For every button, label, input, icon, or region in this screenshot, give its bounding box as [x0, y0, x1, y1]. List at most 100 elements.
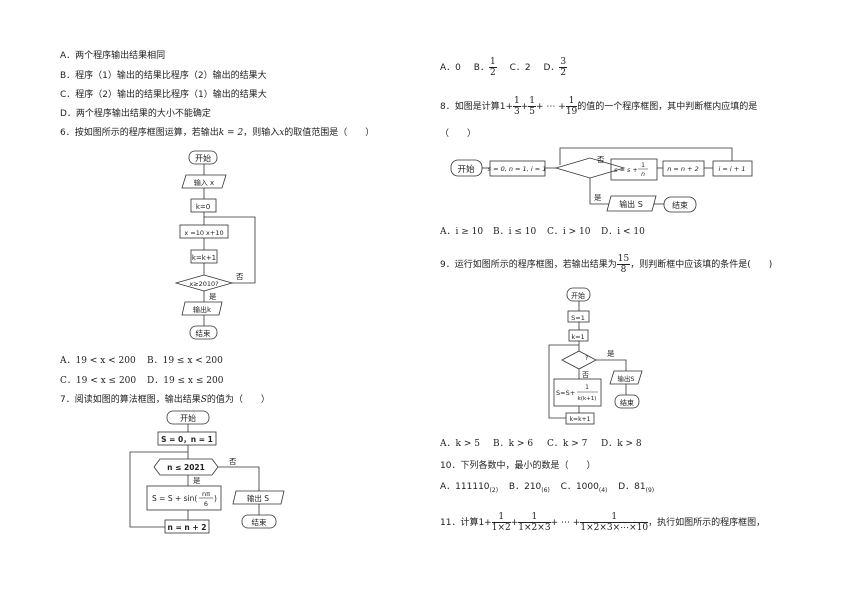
q6-option-d: D．19 ≤ x ≤ 200: [147, 376, 224, 386]
q8-output-label: 输出 S: [619, 199, 643, 209]
q7-no-label: 否: [229, 457, 237, 466]
q8-i-box: [712, 160, 753, 177]
q9-cond-diamond: [561, 350, 597, 370]
q8-assign-label: s = s +: [614, 166, 638, 174]
q8-no-label: 否: [597, 155, 605, 164]
q8-option-a: A．i ≥ 10: [440, 227, 484, 237]
q8-option-b: B．i ≤ 10: [493, 227, 537, 237]
q9-k-init-box: [568, 329, 589, 342]
q8-paren: （ ）: [440, 129, 477, 139]
q6-input-label: 输入 x: [194, 178, 214, 187]
q6-init-box: [190, 198, 217, 213]
q10-options: A．111110(2) B．210(6) C．1000(4) D．81(9): [440, 481, 654, 497]
q8-option-c: C．i > 10: [547, 227, 591, 237]
q7-end-label: 结束: [252, 517, 267, 527]
q6-end-box: [189, 325, 218, 340]
q6-start-box: [188, 150, 218, 165]
q7-body-num: nπ: [202, 490, 210, 498]
q9-assign-num: 1: [585, 384, 589, 391]
q9-output-label: 输出S: [617, 374, 634, 383]
q8-output-box: [606, 195, 657, 212]
q10-option-a: A．111110(2): [440, 482, 499, 494]
q7-body-den: 6: [204, 500, 208, 508]
q6-cond-label: x≥2010?: [189, 280, 218, 288]
q9-assign-label: S=S+: [556, 389, 575, 397]
q9-output-box: [609, 370, 643, 385]
q8-init-label: s = 0, n = 1, i = 1: [488, 165, 547, 173]
q7-body-box: [146, 485, 222, 511]
q5-option-a: A．两个程序输出结果相同: [60, 51, 166, 61]
q7-inc-label: n = n + 2: [168, 523, 207, 532]
q9-inc-label: k=k+1: [570, 416, 591, 423]
q8-n-label: n = n + 2: [667, 165, 699, 173]
q9-assign-den: k(k+1): [578, 396, 597, 402]
q9-end-box: [614, 394, 640, 409]
q6-end-label: 结束: [196, 328, 211, 338]
q7-init-box: [157, 431, 217, 446]
q9-option-c: C．k > 7: [547, 439, 588, 449]
q8-option-d: D．i < 10: [601, 227, 645, 237]
q8-assign-num: 1: [641, 162, 645, 169]
q9-inc-box: [565, 412, 595, 425]
q7-body-close: ): [214, 494, 217, 503]
q8-start-label: 开始: [457, 164, 475, 175]
q8-end-label: 结束: [672, 200, 688, 210]
q9-yes-label: 是: [607, 349, 615, 358]
q7-inc-box: [164, 519, 210, 534]
q7-yes-label: 是: [193, 476, 201, 485]
q8-i-label: i = i + 1: [719, 165, 746, 173]
q8-assign-den: n: [641, 171, 645, 178]
q9-no-label: 否: [582, 371, 589, 379]
q7-body-label: S = S + sin(: [152, 494, 197, 503]
q5-option-c: C．程序（2）输出的结果比程序（1）输出的结果大: [60, 90, 267, 100]
q7-output-box: [232, 490, 285, 505]
q9-start-label: 开始: [571, 291, 585, 300]
q6-yes-label: 是: [209, 292, 217, 301]
q9-s-init-label: S=1: [571, 314, 585, 322]
q9-option-b: B．k > 6: [493, 439, 534, 449]
q9-option-d: D．k > 8: [601, 439, 642, 449]
q9-cond-label: ?: [585, 355, 588, 362]
q10-stem: 10．下列各数中，最小的数是（ ）: [440, 461, 596, 471]
q8-cond-diamond: [554, 157, 626, 179]
q6-assign-label: x =10 x+10: [184, 229, 223, 237]
q8-yes-label: 是: [594, 193, 602, 202]
q7-cond-label: n ≤ 2021: [167, 463, 205, 472]
q10-option-b: B．210(6): [508, 482, 550, 494]
q6-output-box: [181, 301, 223, 316]
q9-s-init-box: [567, 310, 590, 323]
q5-option-b: B．程序（1）输出的结果比程序（2）输出的结果大: [60, 71, 267, 81]
q6-start-label: 开始: [195, 153, 211, 163]
q7-start-label: 开始: [180, 413, 196, 423]
q7-init-label: S = 0，n = 1: [161, 435, 213, 444]
q6-option-a: A．19 < x < 200: [60, 356, 136, 366]
q6-input-box: [181, 174, 227, 189]
q6-option-b: B．19 ≤ x < 200: [147, 356, 223, 366]
q9-start-box: [566, 287, 591, 302]
q7-stem: 7．阅读如图的算法框图，输出结果S的值为（ ）: [60, 395, 270, 405]
q8-assign-box: [610, 158, 658, 181]
q6-output-label: 输出k: [193, 305, 212, 314]
q9-k-init-label: k=1: [571, 333, 584, 341]
q6-no-label: 否: [236, 272, 244, 281]
q10-option-c: C．1000(4): [560, 482, 608, 494]
q6-init-label: k=0: [196, 203, 210, 211]
q8-init-box: [489, 160, 546, 177]
q6-inc-label: k=k+1: [192, 254, 216, 262]
q10-option-d: D．81(9): [618, 482, 655, 494]
q9-end-label: 结束: [620, 398, 634, 407]
q9-assign-box: [553, 378, 602, 407]
q7-output-label: 输出 S: [247, 493, 269, 503]
q6-stem: 6．按如图所示的程序框图运算，若输出k = 2，则输入x的取值范围是（ ）: [60, 128, 375, 138]
q5-option-d: D．两个程序输出结果的大小不能确定: [60, 109, 211, 119]
q6-option-c: C．19 < x ≤ 200: [60, 376, 137, 386]
q8-end-box: [663, 196, 697, 213]
